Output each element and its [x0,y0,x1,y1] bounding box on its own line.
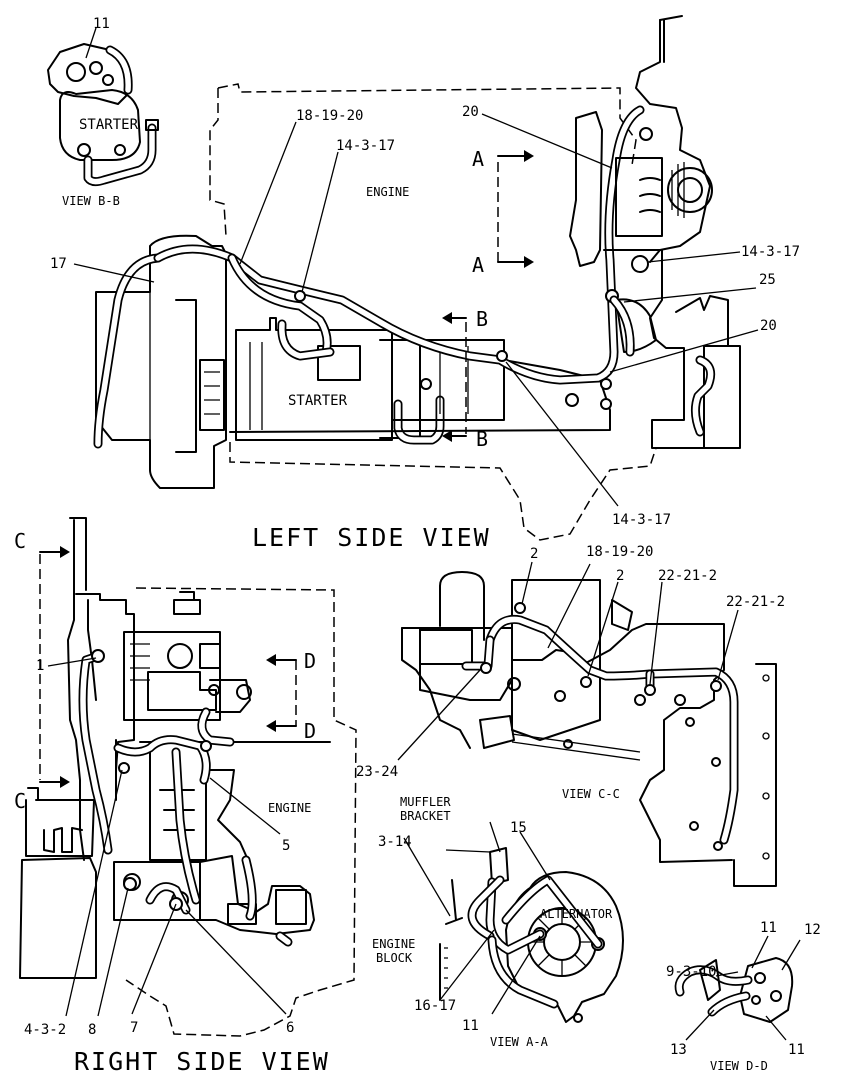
right-side-view-title: RIGHT SIDE VIEW [74,1047,330,1076]
callout-25: 25 [759,272,776,288]
starter-inset-label: STARTER [79,117,139,133]
callout-20-top: 20 [462,104,479,120]
callout-a-11: 11 [462,1018,479,1034]
callout-14-3-17-bottom: 14-3-17 [612,512,671,528]
callout-d-11-bottom: 11 [788,1042,805,1058]
muffler-label: MUFFLER [400,795,451,809]
callout-7: 7 [130,1020,138,1036]
view-b-b-title: VIEW B-B [62,194,120,208]
callout-2-a: 2 [530,546,538,562]
callout-1: 1 [36,658,44,674]
callout-8: 8 [88,1022,96,1038]
engine-label-left: ENGINE [366,185,409,199]
callout-2-b: 2 [616,568,624,584]
callout-6: 6 [286,1020,294,1036]
view-c-c-title: VIEW C-C [562,787,620,801]
callout-18-19-20-left: 18-19-20 [296,108,363,124]
section-marker-c-top: C [14,529,26,553]
callout-4-3-2: 4-3-2 [24,1022,66,1038]
callout-20-mid: 20 [760,318,777,334]
callout-18-19-20-c: 18-19-20 [586,544,653,560]
callout-16-17: 16-17 [414,998,456,1014]
callout-3-14: 3-14 [378,834,412,850]
starter-label-main: STARTER [288,393,348,409]
view-a-a-title: VIEW A-A [490,1035,549,1049]
right-side-view [19,517,357,1037]
section-marker-d-top: D [304,649,316,673]
callout-22-21-2-a: 22-21-2 [658,568,717,584]
callout-13: 13 [670,1042,687,1058]
left-side-view [73,15,759,541]
callout-17: 17 [50,256,67,272]
view-c-c [397,561,777,887]
bracket-label: BRACKET [400,809,451,823]
alternator-label: ALTERNATOR [540,907,613,921]
view-b-b [47,27,159,187]
callout-22-21-2-b: 22-21-2 [726,594,785,610]
view-a-a [403,821,624,1023]
section-marker-b-top: B [476,307,488,331]
section-marker-a-bottom: A [472,253,484,277]
section-marker-a-top: A [472,147,484,171]
engine-block-label-1: ENGINE [372,937,415,951]
view-d-d [674,935,801,1041]
section-marker-d-bottom: D [304,719,316,743]
callout-15: 15 [510,820,527,836]
callout-view-b-11: 11 [93,16,110,32]
left-side-view-title: LEFT SIDE VIEW [252,523,491,552]
callout-9-3-10: 9-3-10 [666,964,717,980]
view-d-d-title: VIEW D-D [710,1059,768,1073]
engine-label-right: ENGINE [268,801,311,815]
callout-d-11-top: 11 [760,920,777,936]
engine-block-label-2: BLOCK [376,951,413,965]
section-marker-b-bottom: B [476,427,488,451]
callout-12: 12 [804,922,821,938]
callout-5: 5 [282,838,290,854]
section-marker-c-bottom: C [14,789,26,813]
callout-23-24: 23-24 [356,764,398,780]
callout-14-3-17-right: 14-3-17 [741,244,800,260]
callout-14-3-17-top: 14-3-17 [336,138,395,154]
